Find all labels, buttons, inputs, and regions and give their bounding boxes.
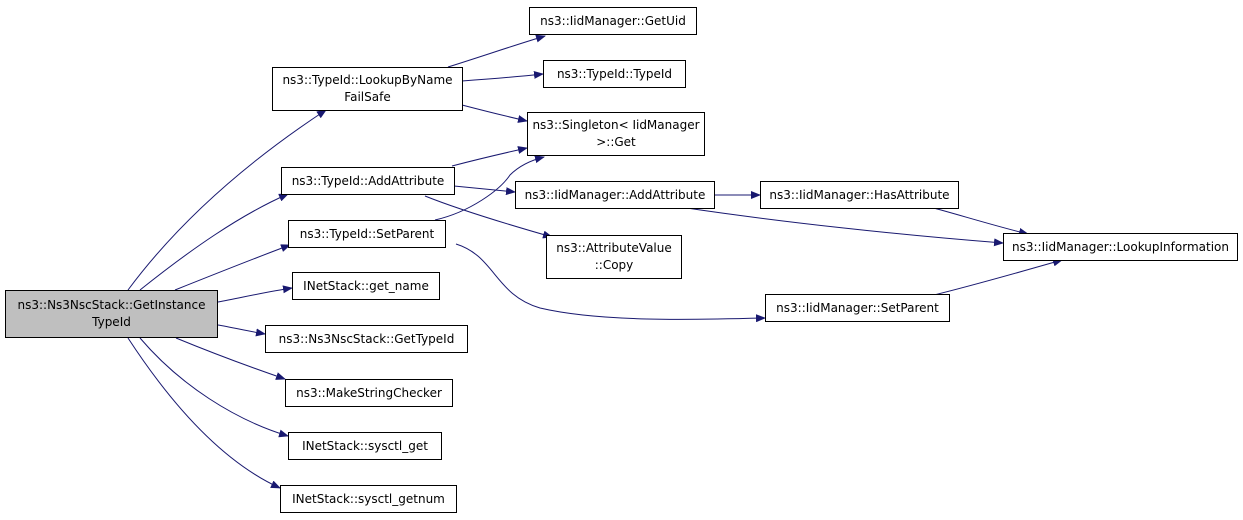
edge-lookup-typeidctor bbox=[461, 70, 544, 82]
edges bbox=[127, 34, 1063, 489]
edge-hasattr-lookupinfo bbox=[929, 206, 1029, 236]
edge-root-sysctlgetnum bbox=[127, 337, 281, 489]
edge-iidsetparent-lookupinfo bbox=[929, 258, 1063, 297]
edge-root-lookup bbox=[127, 109, 327, 291]
node-makestringchecker[interactable]: ns3::MakeStringChecker bbox=[285, 379, 453, 407]
node-inetstack-sysctl-get[interactable]: INetStack::sysctl_get bbox=[288, 432, 442, 460]
edge-addattr-iidaddattr bbox=[453, 185, 516, 196]
edge-addattr-attrcopy bbox=[424, 195, 553, 239]
node-typeid-addattribute[interactable]: ns3::TypeId::AddAttribute bbox=[281, 167, 455, 195]
edge-addattr-singleton bbox=[451, 146, 528, 167]
node-iidmanager-addattribute[interactable]: ns3::IidManager::AddAttribute bbox=[515, 181, 715, 209]
edge-root-setparent bbox=[174, 244, 291, 291]
node-iidmanager-getuid[interactable]: ns3::IidManager::GetUid bbox=[529, 7, 697, 35]
node-iidmanager-lookupinformation[interactable]: ns3::IidManager::LookupInformation bbox=[1003, 233, 1238, 261]
node-typeid-lookupbynamefailsafe[interactable]: ns3::TypeId::LookupByName FailSafe bbox=[272, 67, 463, 111]
node-singleton-iidmanager-get[interactable]: ns3::Singleton< IidManager >::Get bbox=[527, 112, 705, 156]
node-typeid-setparent[interactable]: ns3::TypeId::SetParent bbox=[288, 220, 446, 248]
edge-setparent-iidsetparent bbox=[455, 243, 766, 323]
node-ns3nscstack-getinstancetypeid: ns3::Ns3NscStack::GetInstance TypeId bbox=[5, 290, 218, 338]
node-ns3nscstack-gettypeid[interactable]: ns3::Ns3NscStack::GetTypeId bbox=[265, 325, 468, 353]
node-iidmanager-setparent[interactable]: ns3::IidManager::SetParent bbox=[765, 294, 950, 322]
edge-root-mkstring bbox=[175, 337, 286, 380]
edge-root-getname bbox=[217, 285, 293, 303]
edge-root-addattr bbox=[139, 193, 289, 291]
node-attributevalue-copy[interactable]: ns3::AttributeValue ::Copy bbox=[546, 235, 682, 279]
edge-root-gettypeid bbox=[217, 324, 266, 337]
edge-setparent-singleton bbox=[434, 155, 545, 221]
node-typeid-typeid[interactable]: ns3::TypeId::TypeId bbox=[543, 60, 686, 88]
edge-root-sysctlget bbox=[139, 337, 289, 438]
edge-iidaddattr-lookupinfo bbox=[679, 206, 1004, 247]
node-inetstack-sysctl-getnum[interactable]: INetStack::sysctl_getnum bbox=[280, 485, 457, 513]
edge-lookup-getuid bbox=[447, 34, 546, 68]
node-iidmanager-hasattribute[interactable]: ns3::IidManager::HasAttribute bbox=[760, 181, 959, 209]
edge-lookup-singleton bbox=[461, 104, 528, 123]
node-inetstack-get-name[interactable]: INetStack::get_name bbox=[292, 272, 440, 300]
